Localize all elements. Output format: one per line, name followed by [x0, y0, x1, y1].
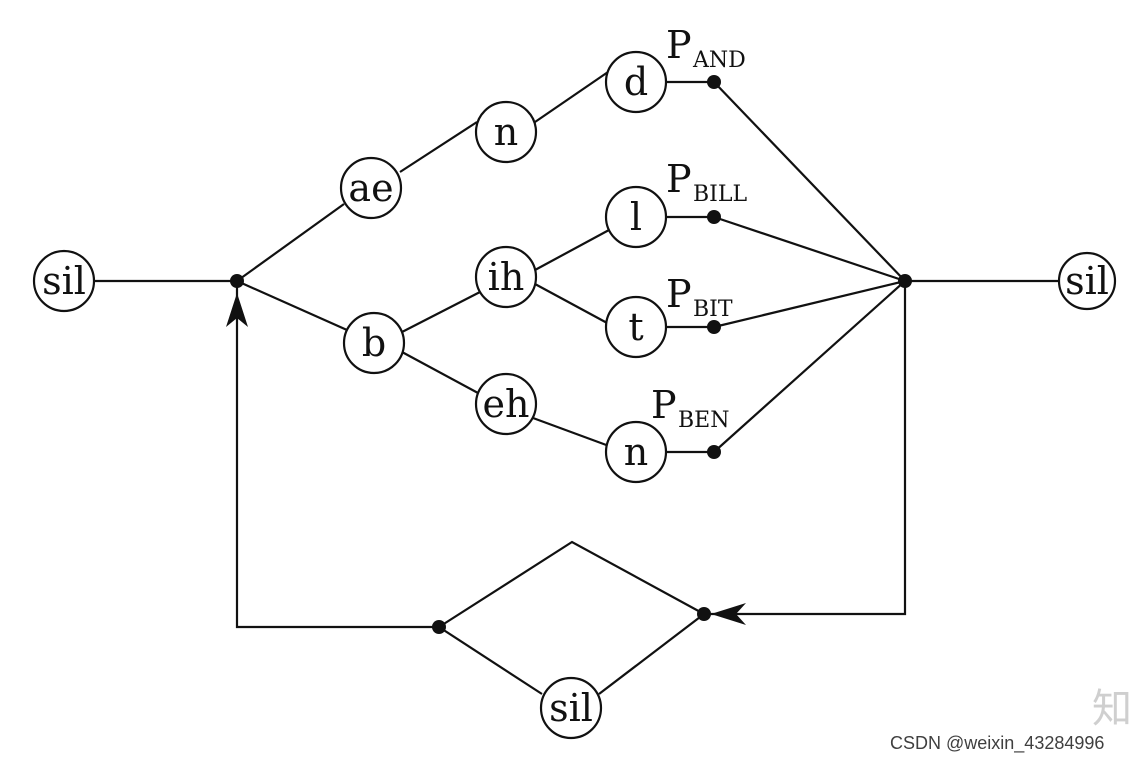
- edge-loop-top: [438, 540, 705, 628]
- node-label-l: l: [630, 195, 642, 239]
- node-b: b: [342, 311, 406, 375]
- probability-ben: P BEN: [651, 383, 729, 433]
- node-ae: ae: [339, 156, 403, 220]
- node-sil-left: sil: [32, 249, 96, 313]
- edge-b-to-ih: [401, 291, 481, 333]
- node-label-ae: ae: [348, 166, 393, 210]
- edge-eh-to-n-bottom: [532, 416, 610, 448]
- node-label-n-bottom: n: [624, 430, 648, 474]
- node-ih: ih: [474, 245, 538, 309]
- node-label-n-top: n: [494, 110, 518, 154]
- node-eh: eh: [474, 372, 538, 436]
- node-label-eh: eh: [483, 382, 530, 426]
- edge-end-feedback: [704, 281, 907, 616]
- node-d: d: [604, 50, 668, 114]
- edge-start-to-b: [236, 279, 348, 332]
- junction-end: [898, 274, 912, 288]
- watermark-glyph: 知: [1092, 686, 1132, 732]
- node-label-sil-loop: sil: [549, 686, 593, 730]
- probability-bit-sub: BIT: [693, 297, 733, 322]
- junction-pand: [707, 75, 721, 89]
- edge-pbit-to-end: [713, 279, 906, 329]
- node-label-d: d: [624, 60, 648, 104]
- node-label-ih: ih: [488, 255, 525, 299]
- node-n-top: n: [474, 100, 538, 164]
- edge-b-to-eh: [401, 351, 479, 394]
- node-l: l: [604, 185, 668, 249]
- edge-pand-to-end: [713, 81, 906, 282]
- arrowhead-left: [711, 603, 746, 625]
- probability-ben-sub: BEN: [678, 408, 729, 433]
- edge-return-to-start: [235, 281, 439, 629]
- edge-start-to-ae: [236, 203, 345, 282]
- edge-pbill-to-end: [713, 215, 906, 283]
- probability-bill-main: P: [666, 157, 692, 201]
- node-label-t: t: [628, 305, 643, 349]
- probability-and: P AND: [666, 23, 746, 73]
- watermark-text: CSDN @weixin_43284996: [890, 733, 1105, 753]
- edges: [93, 71, 1062, 695]
- junctions: [230, 75, 912, 634]
- junction-start: [230, 274, 244, 288]
- junction-loop-left: [432, 620, 446, 634]
- probability-bill: P BILL: [666, 157, 747, 207]
- edge-ih-to-t: [534, 283, 610, 325]
- edge-n-to-d: [534, 71, 609, 123]
- junction-pbill: [707, 210, 721, 224]
- junction-loop-right: [697, 607, 711, 621]
- edge-pben-to-end: [713, 280, 906, 453]
- edge-ae-to-n: [399, 121, 478, 173]
- node-sil-loop: sil: [539, 676, 603, 740]
- probability-bit: P BIT: [666, 272, 733, 322]
- edge-loop-to-sil: [438, 626, 543, 695]
- probability-and-sub: AND: [692, 48, 746, 73]
- edge-ih-to-l: [534, 229, 610, 271]
- node-n-bottom: n: [604, 420, 668, 484]
- probability-bit-main: P: [666, 272, 692, 316]
- arrowhead-up: [226, 293, 248, 327]
- probability-ben-main: P: [651, 383, 677, 427]
- node-label-sil-right: sil: [1065, 259, 1109, 303]
- probability-bill-sub: BILL: [693, 182, 747, 207]
- probability-and-main: P: [666, 23, 692, 67]
- node-sil-right: sil: [1057, 251, 1117, 311]
- edge-sil-loop-to-right: [598, 613, 705, 695]
- node-label-b: b: [362, 321, 386, 365]
- node-label-sil-left: sil: [42, 259, 86, 303]
- junction-pbit: [707, 320, 721, 334]
- node-t: t: [604, 295, 668, 359]
- junction-pben: [707, 445, 721, 459]
